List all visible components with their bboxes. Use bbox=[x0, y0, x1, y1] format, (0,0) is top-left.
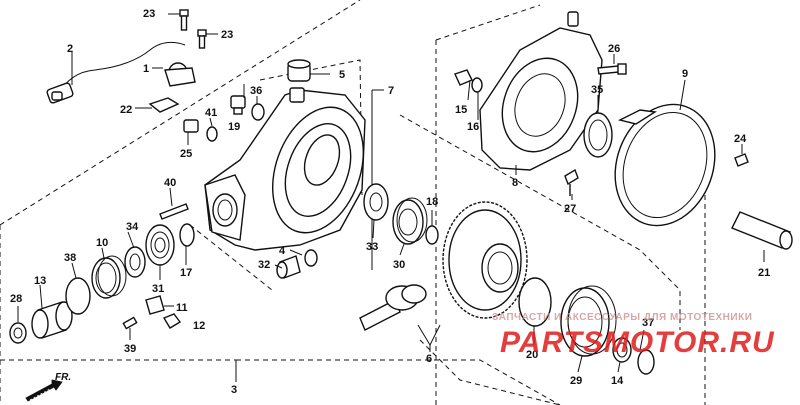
spacer-tube-part-21 bbox=[731, 211, 793, 250]
watermark-tagline: ЗАПЧАСТИ И АКСЕССУАРЫ ДЛЯ МОТОТЕХНИКИ bbox=[492, 312, 752, 323]
gear-case-cover-part-8 bbox=[479, 11, 603, 171]
bearing-part-31 bbox=[145, 224, 175, 266]
final-gear-case-part-7 bbox=[204, 87, 366, 251]
label-28: 28 bbox=[10, 293, 22, 305]
label-38: 38 bbox=[64, 252, 76, 264]
label-4: 4 bbox=[279, 245, 286, 257]
bearing-part-30 bbox=[392, 197, 428, 245]
label-7: 7 bbox=[388, 85, 394, 97]
washer-part-16 bbox=[471, 77, 483, 93]
bolt-part-27 bbox=[564, 168, 579, 196]
bracket-part-22 bbox=[135, 97, 180, 113]
ring-gear-part-6b bbox=[442, 201, 528, 319]
bracket-part-11 bbox=[145, 295, 165, 315]
o-ring-part-36 bbox=[251, 103, 265, 121]
plug-part-19 bbox=[230, 95, 246, 115]
label-18: 18 bbox=[426, 196, 438, 208]
nut-part-12 bbox=[162, 313, 182, 329]
label-10: 10 bbox=[96, 237, 108, 249]
collar-part-32 bbox=[276, 255, 301, 279]
label-27: 27 bbox=[564, 203, 576, 215]
sensor-cable-part-2 bbox=[46, 41, 196, 104]
label-40: 40 bbox=[164, 177, 176, 189]
label-23-right: 23 bbox=[221, 29, 233, 41]
nut-part-15 bbox=[454, 69, 473, 86]
oil-seal-part-28 bbox=[9, 322, 27, 344]
label-33: 33 bbox=[366, 241, 378, 253]
label-20: 20 bbox=[526, 349, 538, 361]
label-35: 35 bbox=[591, 84, 603, 96]
shim-part-20 bbox=[518, 277, 552, 327]
seal-part-14 bbox=[612, 337, 632, 363]
shim-part-17 bbox=[179, 223, 195, 247]
label-16: 16 bbox=[467, 121, 479, 133]
stud-part-40 bbox=[159, 203, 189, 220]
label-36: 36 bbox=[250, 85, 262, 97]
label-14: 14 bbox=[611, 375, 624, 387]
label-22: 22 bbox=[120, 104, 132, 116]
label-39: 39 bbox=[124, 343, 136, 355]
watermark-brand: PARTSMOTOR.RU bbox=[500, 326, 775, 359]
pinion-gear-part-6a bbox=[359, 284, 427, 331]
label-41: 41 bbox=[205, 107, 217, 119]
label-17: 17 bbox=[180, 267, 192, 279]
label-34: 34 bbox=[126, 221, 139, 233]
seal-part-34 bbox=[124, 246, 146, 278]
shim-part-18 bbox=[425, 225, 439, 245]
front-direction-label: FR. bbox=[55, 372, 71, 383]
label-9: 9 bbox=[682, 68, 688, 80]
spring-part-10 bbox=[91, 255, 127, 299]
label-29: 29 bbox=[570, 375, 582, 387]
label-15: 15 bbox=[455, 104, 467, 116]
label-25: 25 bbox=[180, 148, 192, 160]
label-13: 13 bbox=[34, 275, 46, 287]
o-ring-part-4 bbox=[304, 249, 318, 267]
oil-seal-part-35 bbox=[583, 112, 613, 158]
label-1: 1 bbox=[143, 63, 149, 75]
label-30: 30 bbox=[393, 259, 405, 271]
label-19: 19 bbox=[228, 121, 240, 133]
cap-part-5 bbox=[287, 59, 330, 82]
plug-part-25 bbox=[183, 119, 199, 133]
label-21: 21 bbox=[758, 267, 770, 279]
bolt-part-23 bbox=[168, 9, 218, 49]
label-24: 24 bbox=[734, 133, 747, 145]
bearing-part-29 bbox=[560, 285, 617, 357]
part-number-labels: 1 2 3 4 5 6 7 8 9 10 11 12 13 14 15 16 1… bbox=[10, 8, 770, 396]
label-3: 3 bbox=[231, 384, 237, 396]
o-ring-part-38 bbox=[65, 277, 91, 315]
label-23-top: 23 bbox=[143, 8, 155, 20]
spline-joint-part-13 bbox=[31, 301, 73, 339]
bolt-part-39 bbox=[122, 316, 138, 330]
leader-lines bbox=[17, 54, 765, 373]
label-6: 6 bbox=[426, 353, 432, 365]
label-37: 37 bbox=[642, 317, 654, 329]
label-12: 12 bbox=[193, 320, 205, 332]
bolt-part-26 bbox=[597, 63, 627, 75]
label-11: 11 bbox=[176, 302, 188, 314]
ring-part-37 bbox=[637, 349, 655, 375]
front-direction-arrow: FR. bbox=[25, 372, 71, 402]
label-32: 32 bbox=[258, 259, 270, 271]
label-2: 2 bbox=[67, 43, 73, 55]
watermark: ЗАПЧАСТИ И АКСЕССУАРЫ ДЛЯ МОТОТЕХНИКИ PA… bbox=[492, 312, 775, 359]
label-5: 5 bbox=[339, 69, 345, 81]
label-26: 26 bbox=[608, 43, 620, 55]
bearing-part-33 bbox=[363, 183, 389, 221]
protector-part-9 bbox=[614, 103, 716, 227]
washer-part-41 bbox=[206, 126, 218, 142]
bracket-lines bbox=[235, 89, 441, 382]
label-31: 31 bbox=[152, 283, 164, 295]
bolt-part-24 bbox=[734, 153, 749, 167]
label-8: 8 bbox=[512, 177, 518, 189]
